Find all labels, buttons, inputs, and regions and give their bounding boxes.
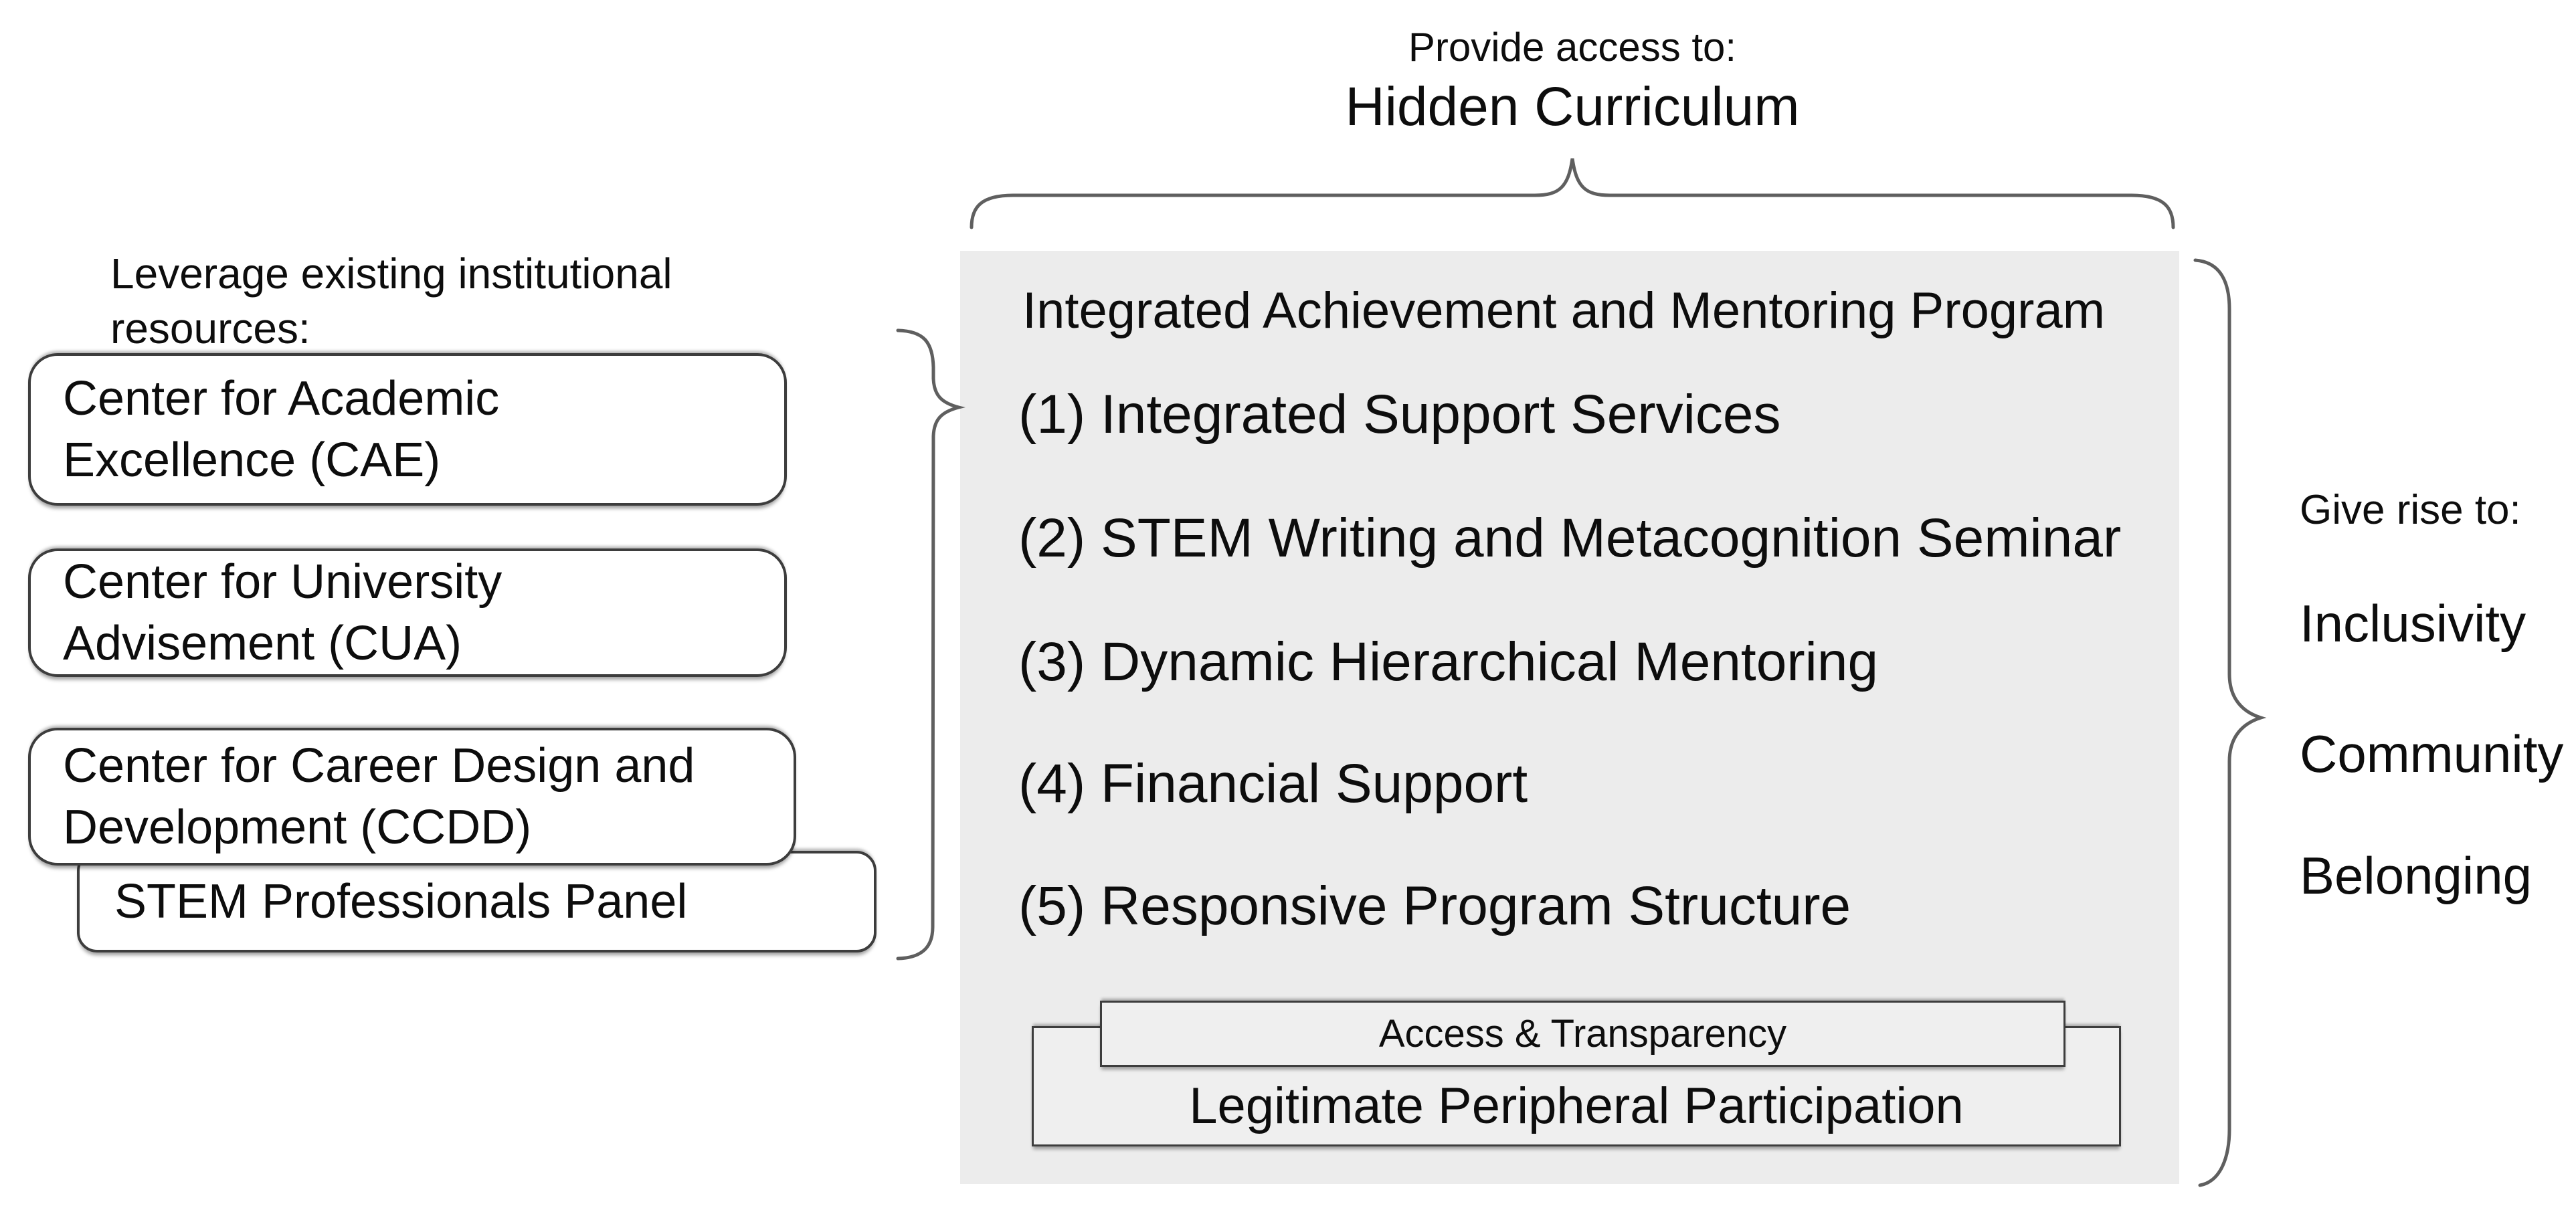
outcome-inclusivity: Inclusivity	[2300, 594, 2526, 653]
give-rise-label: Give rise to:	[2300, 487, 2521, 533]
program-item-2: (2) STEM Writing and Metacognition Semin…	[1018, 508, 2122, 569]
hidden-curriculum-label: Hidden Curriculum	[1345, 76, 1800, 137]
program-item-3: (3) Dynamic Hierarchical Mentoring	[1018, 631, 1879, 692]
legitimate-peripheral-participation-label: Legitimate Peripheral Participation	[1189, 1078, 1964, 1134]
program-item-4: (4) Financial Support	[1018, 753, 1528, 814]
resource-box-cua: Center for University Advisement (CUA)	[28, 548, 787, 677]
cae-label-line1: Center for Academic	[63, 372, 500, 425]
stem-panel-label: STEM Professionals Panel	[114, 875, 688, 928]
give-rise-brace	[2193, 258, 2267, 1187]
cua-label-line2: Advisement (CUA)	[63, 617, 462, 670]
leverage-resources-annotation: Leverage existing institutional resource…	[110, 246, 672, 356]
provide-access-brace	[970, 158, 2175, 229]
resource-box-stem-professionals-panel: STEM Professionals Panel	[77, 851, 877, 952]
cua-label-line1: Center for University	[63, 555, 502, 609]
resources-brace	[896, 328, 965, 961]
leverage-resources-line1: Leverage existing institutional	[110, 249, 672, 298]
access-transparency-box: Access & Transparency	[1100, 1001, 2065, 1067]
cae-label-line2: Excellence (CAE)	[63, 433, 441, 487]
resource-box-cae: Center for Academic Excellence (CAE)	[28, 353, 787, 506]
access-transparency-label: Access & Transparency	[1378, 1012, 1787, 1055]
program-item-5: (5) Responsive Program Structure	[1018, 876, 1851, 936]
ccdd-label-line2: Development (CCDD)	[63, 801, 532, 854]
outcome-community: Community	[2300, 724, 2564, 783]
resource-box-ccdd: Center for Career Design and Development…	[28, 728, 796, 866]
leverage-resources-line2: resources:	[110, 304, 310, 352]
provide-access-label: Provide access to:	[1408, 25, 1737, 70]
outcome-belonging: Belonging	[2300, 846, 2532, 905]
program-title: Integrated Achievement and Mentoring Pro…	[1022, 282, 2106, 339]
program-item-1: (1) Integrated Support Services	[1018, 384, 1781, 445]
ccdd-label-line1: Center for Career Design and	[63, 739, 695, 793]
provide-access-annotation: Provide access to: Hidden Curriculum	[1204, 19, 1940, 138]
